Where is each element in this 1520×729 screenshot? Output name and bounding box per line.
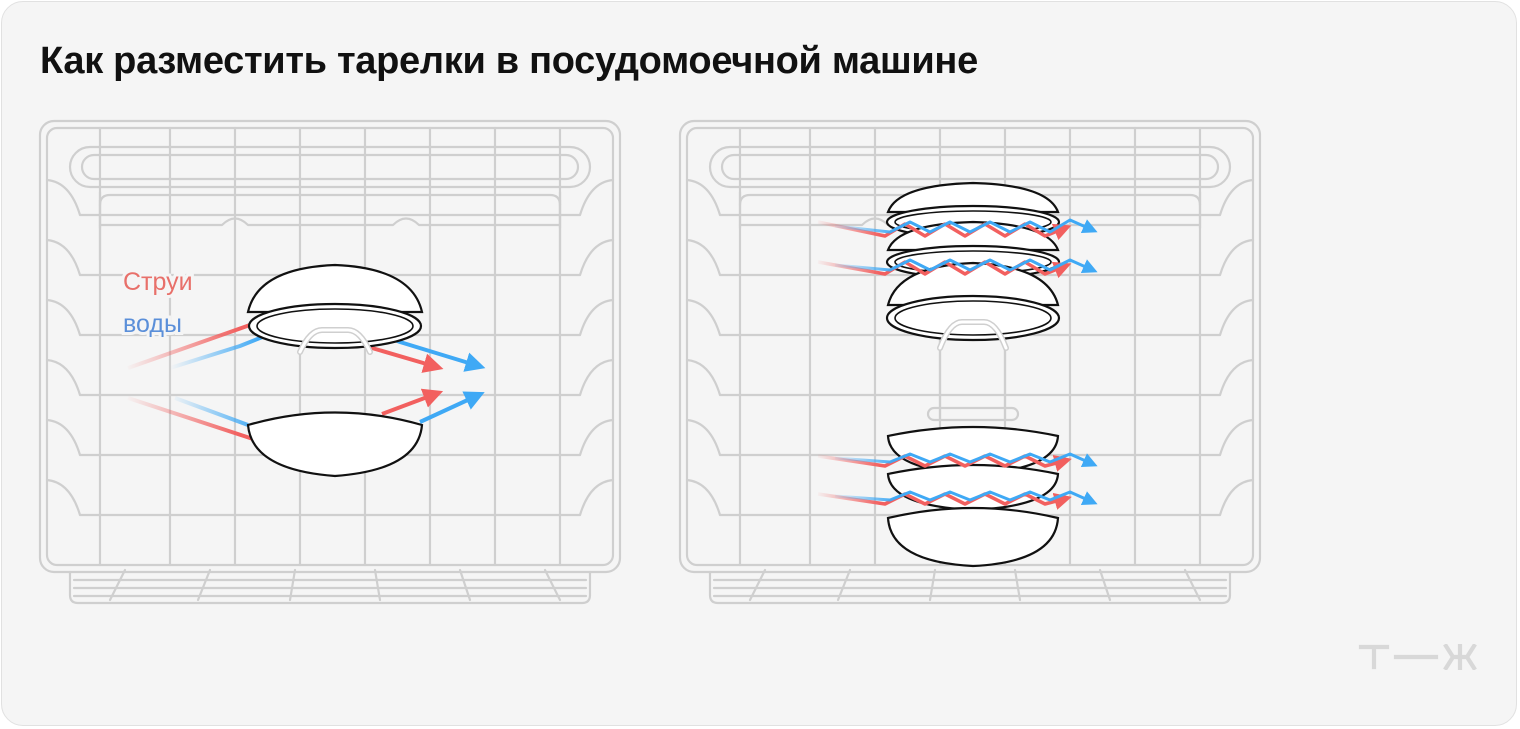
- page-title: Как разместить тарелки в посудомоечной м…: [40, 40, 978, 82]
- water-jets-label-line2: воды: [123, 310, 182, 338]
- water-jets-label-line1: Струи: [123, 268, 193, 296]
- left-rack: [38, 119, 622, 605]
- right-rack: [678, 119, 1262, 605]
- right-water-jets: [817, 218, 1098, 510]
- left-tilted-plate: [246, 263, 424, 355]
- tj-logo: [1358, 644, 1477, 670]
- left-flat-bowl: [246, 411, 424, 478]
